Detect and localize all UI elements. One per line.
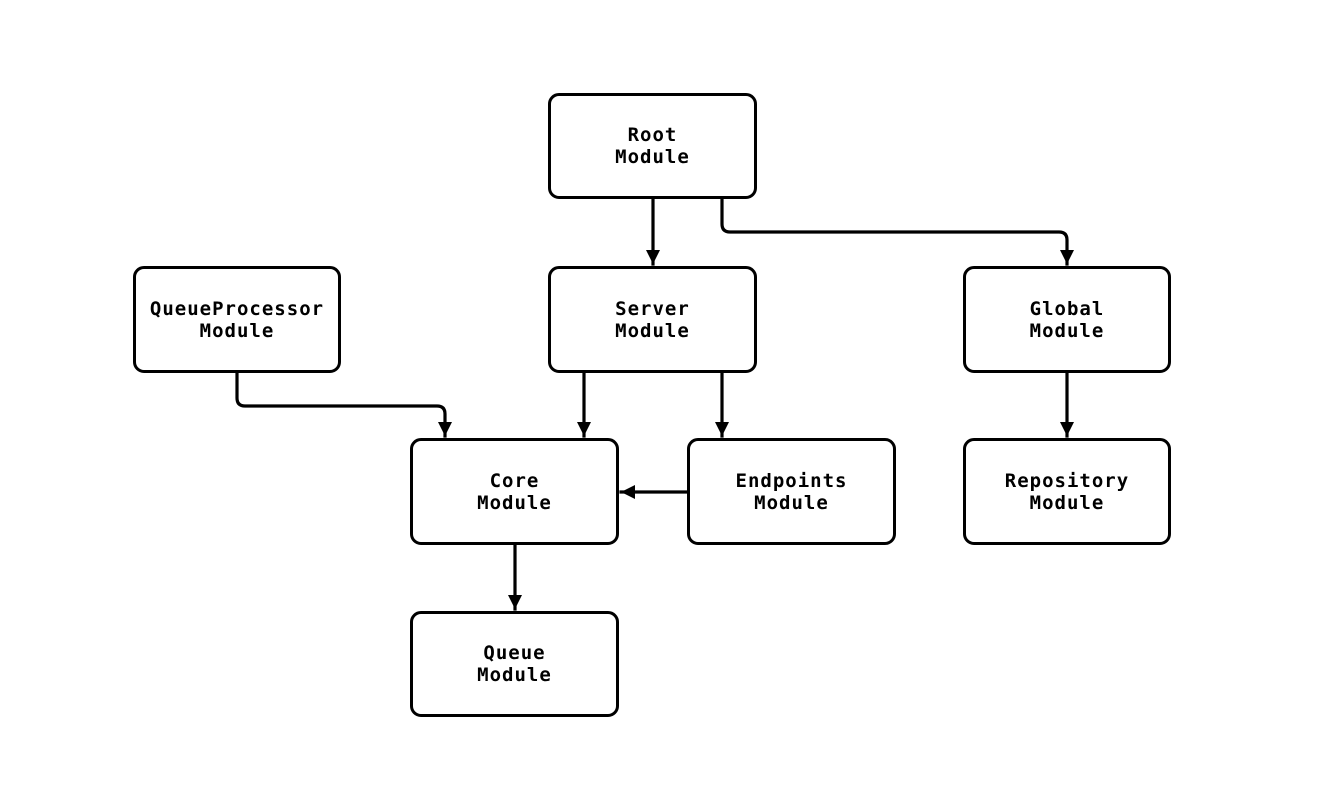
node-global-module: Global Module bbox=[963, 266, 1171, 373]
node-core-module: Core Module bbox=[410, 438, 619, 545]
node-root-module-label: Root Module bbox=[615, 124, 690, 168]
node-endpoints-module-label: Endpoints Module bbox=[735, 469, 848, 514]
node-repository-module-label: Repository Module bbox=[1004, 469, 1130, 514]
node-queueprocessor-module: QueueProcessor Module bbox=[133, 266, 341, 373]
node-repository-module: Repository Module bbox=[963, 438, 1171, 545]
node-server-module: Server Module bbox=[548, 266, 757, 373]
edge-root-to-global bbox=[720, 197, 1074, 266]
node-root-module: Root Module bbox=[548, 93, 757, 199]
node-core-module-label: Core Module bbox=[477, 469, 552, 514]
edge-queueprocessor-to-core bbox=[235, 371, 452, 438]
node-queue-module-label: Queue Module bbox=[477, 642, 552, 686]
node-queue-module: Queue Module bbox=[410, 611, 619, 717]
node-server-module-label: Server Module bbox=[615, 297, 690, 342]
node-queueprocessor-module-label: QueueProcessor Module bbox=[149, 297, 325, 342]
node-global-module-label: Global Module bbox=[1029, 297, 1105, 342]
node-endpoints-module: Endpoints Module bbox=[687, 438, 896, 545]
